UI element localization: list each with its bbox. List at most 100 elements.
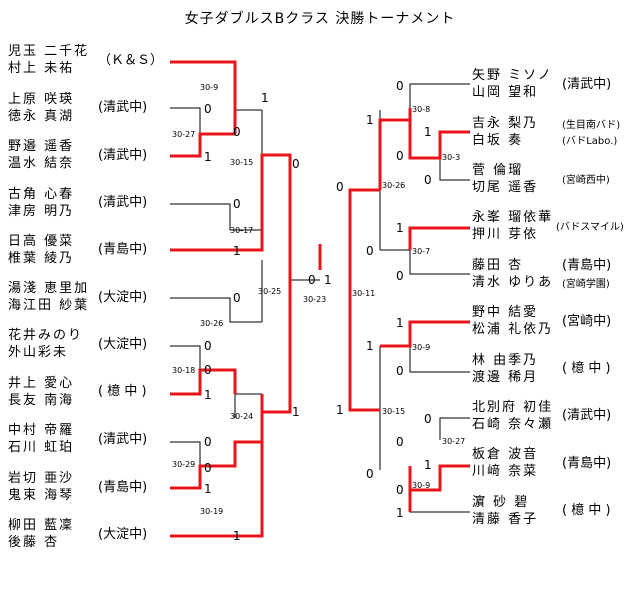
game-score: 30-27 — [172, 130, 195, 139]
right-9-team: (青島中) — [562, 456, 612, 471]
right-2-team2: (バドLabo.) — [562, 136, 618, 147]
left-8-player2: 長友 南海 — [8, 393, 75, 408]
game-score: 30-26 — [200, 319, 223, 328]
left-4-player2: 津房 明乃 — [8, 204, 75, 219]
right-2-team: (生目南バド) — [562, 120, 621, 131]
left-6-player1: 湯淺 恵里加 — [8, 281, 90, 296]
right-1-player2: 山岡 望和 — [472, 85, 539, 100]
score-point: 0 — [233, 197, 241, 211]
right-6-player2: 松浦 礼依乃 — [472, 322, 554, 337]
left-3-team: (清武中) — [98, 148, 148, 163]
left-8-team: ( 檍 中 ) — [98, 384, 147, 399]
score-point: 1 — [261, 91, 269, 105]
right-5-team: (青島中) — [562, 258, 612, 273]
game-score: 30-19 — [200, 507, 223, 516]
left-8-player1: 井上 愛心 — [8, 376, 75, 391]
score-point: 1 — [292, 405, 300, 419]
left-7-team: (大淀中) — [98, 337, 148, 352]
left-4-player1: 古角 心春 — [8, 187, 75, 202]
left-9-player1: 中村 帝羅 — [8, 423, 75, 438]
score-point: 1 — [324, 273, 332, 287]
score-point: 0 — [233, 291, 241, 305]
game-score: 30-24 — [230, 412, 253, 421]
game-score: 30-17 — [230, 226, 253, 235]
score-point: 1 — [204, 388, 212, 402]
right-7-player2: 渡邊 稀月 — [472, 370, 539, 385]
score-point: 1 — [204, 482, 212, 496]
right-8-player1: 北別府 初佳 — [472, 400, 554, 415]
score-point: 1 — [233, 529, 241, 543]
score-point: 1 — [396, 316, 404, 330]
left-3-player2: 温水 結奈 — [8, 156, 75, 171]
game-score: 30-9 — [412, 343, 430, 352]
left-11-team: (大淀中) — [98, 527, 148, 542]
score-point: 0 — [204, 435, 212, 449]
right-4-player1: 永峯 瑠依華 — [472, 210, 554, 225]
left-4-team: (清武中) — [98, 195, 148, 210]
score-point: 1 — [424, 458, 432, 472]
score-point: 0 — [366, 244, 374, 258]
score-point: 1 — [233, 244, 241, 258]
left-11-player2: 後藤 杏 — [8, 535, 60, 550]
right-1-player1: 矢野 ミソノ — [472, 68, 553, 83]
score-point: 0 — [204, 461, 212, 475]
winner-lines — [170, 60, 470, 538]
right-7-team: ( 檍 中 ) — [562, 361, 611, 376]
score-point: 1 — [366, 113, 374, 127]
score-point: 0 — [396, 483, 404, 497]
score-point: 0 — [424, 173, 432, 187]
game-score: 30-29 — [172, 460, 195, 469]
right-4-team: (バドスマイル) — [556, 222, 624, 233]
left-2-team: (清武中) — [98, 100, 148, 115]
right-2-player1: 吉永 梨乃 — [472, 116, 539, 131]
loser-lines — [170, 83, 470, 513]
left-1-player1: 児玉 二千花 — [8, 44, 90, 59]
game-score: 30-18 — [172, 366, 195, 375]
score-point: 0 — [233, 125, 241, 139]
left-5-team: (青島中) — [98, 242, 148, 257]
left-6-player2: 海江田 紗葉 — [8, 298, 90, 313]
score-point: 0 — [292, 157, 300, 171]
game-score: 30-25 — [258, 287, 281, 296]
left-7-player2: 外山彩未 — [8, 345, 69, 360]
left-7-player1: 花井みのり — [8, 328, 84, 343]
left-1-player2: 村上 未祐 — [8, 61, 75, 76]
score-point: 1 — [366, 339, 374, 353]
score-point: 0 — [308, 273, 316, 287]
right-10-team: ( 檍 中 ) — [562, 503, 611, 518]
game-score: 30-3 — [442, 153, 460, 162]
game-score: 30-7 — [412, 247, 430, 256]
score-point: 1 — [396, 221, 404, 235]
game-score: 30-15 — [230, 158, 253, 167]
right-9-player2: 川﨑 奈菜 — [472, 464, 539, 479]
game-score: 30-27 — [442, 437, 465, 446]
right-8-player2: 石崎 奈々瀬 — [472, 417, 554, 432]
score-point: 0 — [424, 412, 432, 426]
game-score: 30-26 — [382, 181, 405, 190]
right-6-team: (宮崎中) — [562, 314, 612, 329]
left-3-player1: 野邉 遥香 — [8, 139, 75, 154]
left-10-player1: 岩切 亜沙 — [8, 471, 75, 486]
right-9-player1: 板倉 波音 — [472, 447, 539, 462]
right-4-player2: 押川 芽依 — [472, 227, 539, 242]
game-score: 30-23 — [303, 295, 326, 304]
score-point: 0 — [336, 180, 344, 194]
game-score: 30-15 — [382, 407, 405, 416]
game-score: 30-9 — [412, 481, 430, 490]
right-3-player2: 切尾 遥香 — [472, 180, 539, 195]
score-point: 0 — [204, 102, 212, 116]
right-1-team: (清武中) — [562, 77, 612, 92]
score-point: 0 — [204, 363, 212, 377]
score-point: 0 — [366, 467, 374, 481]
right-8-team: (清武中) — [562, 408, 612, 423]
score-point: 1 — [204, 150, 212, 164]
left-5-player2: 椎葉 綾乃 — [8, 251, 75, 266]
left-2-player2: 徳永 真湖 — [8, 109, 75, 124]
game-score: 30-11 — [352, 289, 375, 298]
right-2-player2: 白坂 奏 — [472, 133, 524, 148]
left-9-team: (清武中) — [98, 432, 148, 447]
left-2-player1: 上原 咲瑛 — [8, 92, 75, 107]
